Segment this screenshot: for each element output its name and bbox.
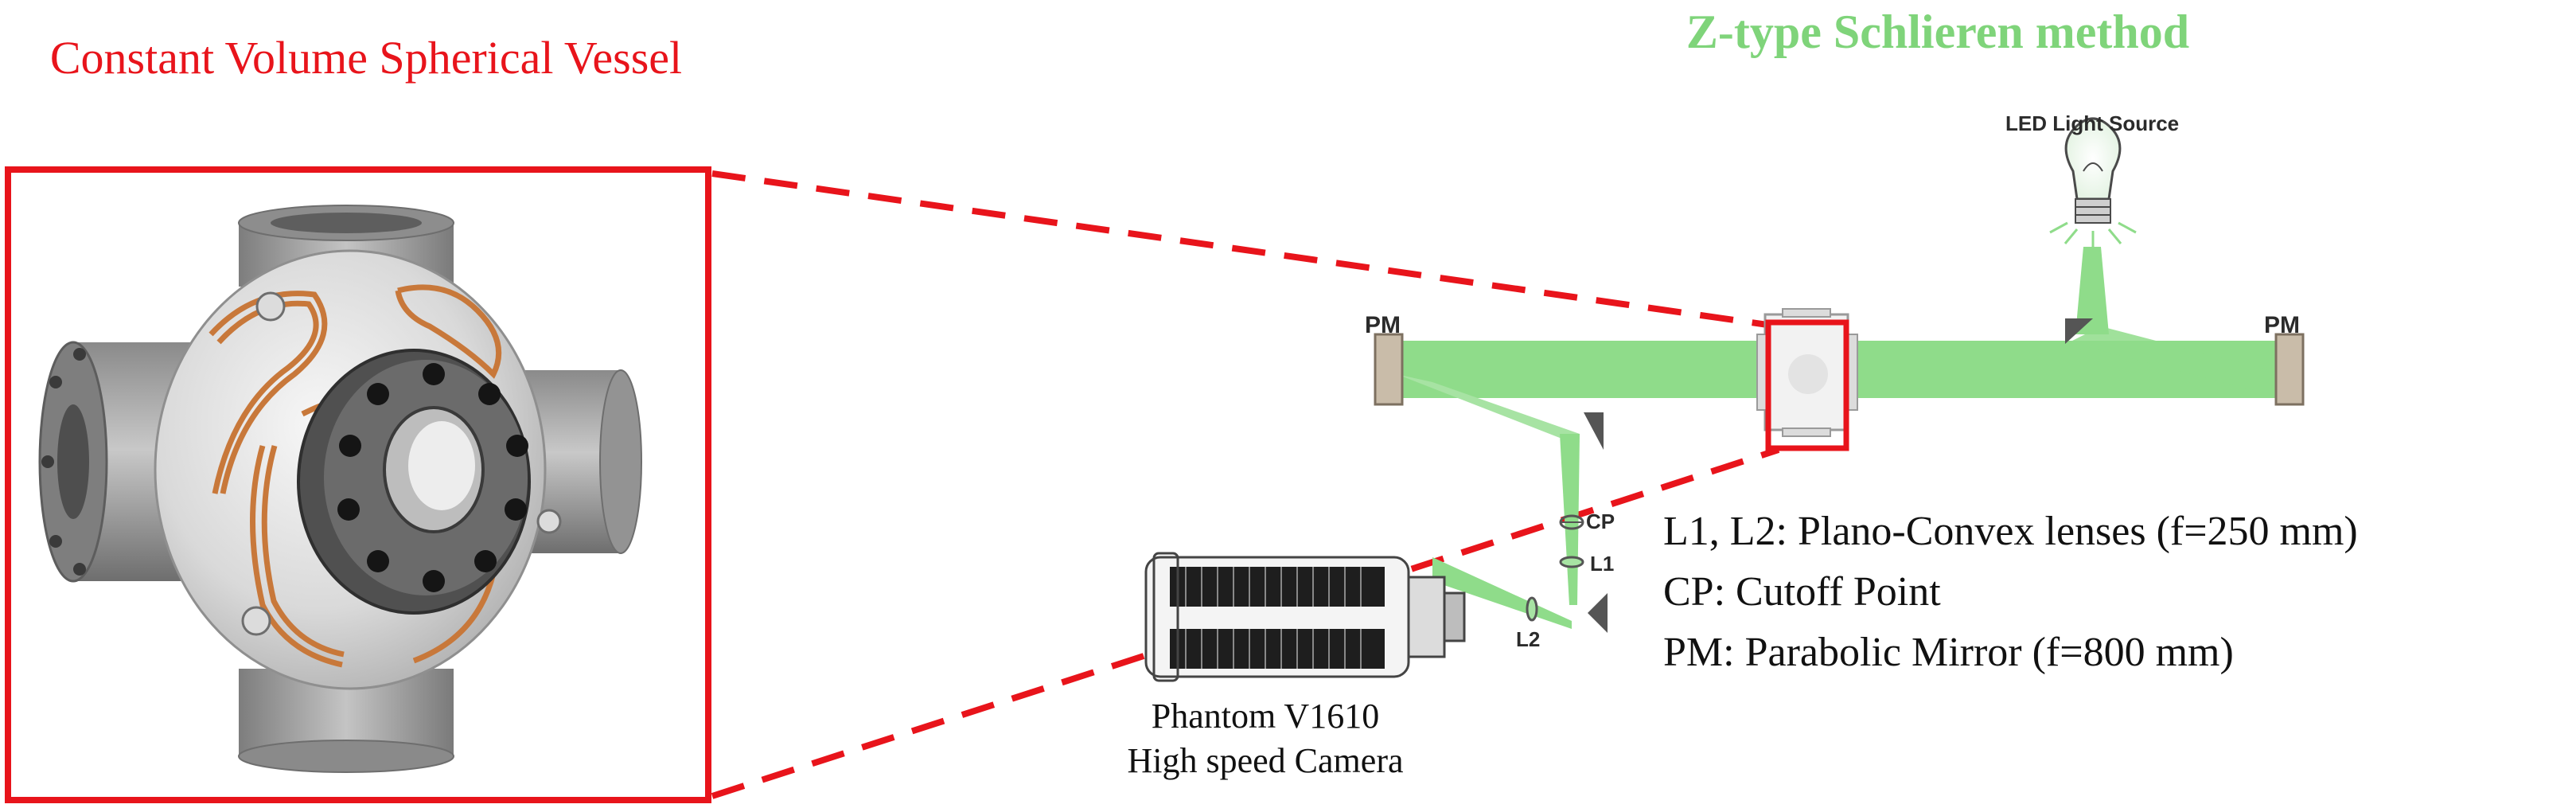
vessel-title: Constant Volume Spherical Vessel xyxy=(49,32,683,84)
led-beam xyxy=(2075,247,2109,334)
pm-left-label: PM xyxy=(1365,312,1401,338)
legend-parabolic-mirror: PM: Parabolic Mirror (f=800 mm) xyxy=(1663,630,2234,675)
led-light-source-label: LED Light Source xyxy=(2005,111,2180,135)
zoom-connectors xyxy=(711,170,1780,799)
led-bulb-icon xyxy=(2049,117,2137,248)
legend-lenses: L1, L2: Plano-Convex lenses (f=250 mm) xyxy=(1663,509,2358,554)
front-window-flange xyxy=(297,349,531,615)
camera-caption: Phantom V1610 High speed Camera xyxy=(1066,694,1464,783)
camera-icon xyxy=(1144,552,1466,682)
flat-mirror-camera xyxy=(1588,593,1608,633)
lens-l1-icon xyxy=(1559,556,1584,568)
l1-label: L1 xyxy=(1590,552,1615,576)
pm-right-label: PM xyxy=(2264,312,2300,338)
flat-mirror-upper xyxy=(2065,318,2093,344)
lens-l2-icon xyxy=(1526,596,1538,622)
sphere-bolts xyxy=(241,291,562,636)
legend: L1, L2: Plano-Convex lenses (f=250 mm) C… xyxy=(1663,502,2358,683)
legend-cutoff-point: CP: Cutoff Point xyxy=(1663,569,1941,615)
pm-right-mirror xyxy=(2274,333,2305,406)
test-section-highlight xyxy=(1765,319,1849,451)
schlieren-layout xyxy=(1144,117,2305,682)
cp-label: CP xyxy=(1586,509,1615,533)
camera-model: Phantom V1610 xyxy=(1151,697,1380,736)
pm-left-mirror xyxy=(1374,333,1404,406)
vessel-panel xyxy=(5,166,711,803)
left-diagonal-beam xyxy=(1397,374,1580,438)
test-section xyxy=(1756,308,1858,451)
camera-type: High speed Camera xyxy=(1127,741,1404,780)
copper-lines xyxy=(208,284,502,668)
schlieren-title: Z-type Schlieren method xyxy=(1686,6,2190,58)
right-diagonal-beam xyxy=(2069,326,2284,398)
cutoff-point-icon xyxy=(1559,514,1584,530)
flat-mirror-lower xyxy=(1584,412,1604,450)
l2-label: L2 xyxy=(1516,627,1541,651)
